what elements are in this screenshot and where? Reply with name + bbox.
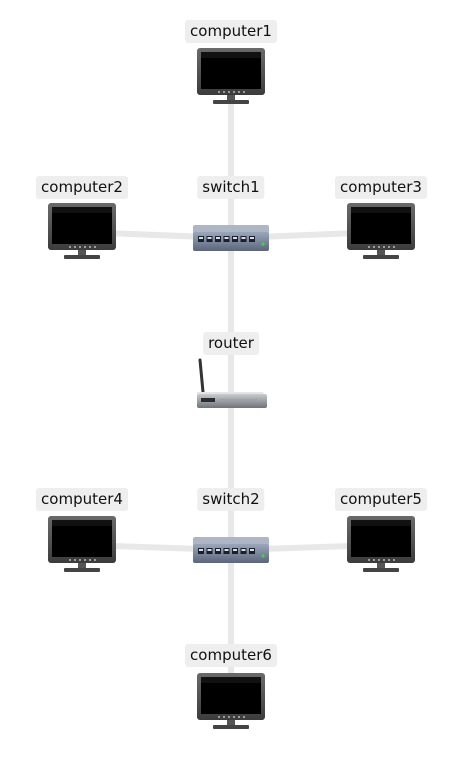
node-label-computer6: computer6 (185, 644, 277, 667)
monitor-icon (347, 203, 415, 259)
node-label-router: router (203, 332, 259, 355)
monitor-icon (347, 516, 415, 572)
switch-icon (193, 225, 269, 251)
node-label-switch2: switch2 (197, 488, 265, 511)
node-label-computer3: computer3 (335, 176, 427, 199)
router-icon (197, 358, 267, 408)
node-label-computer5: computer5 (335, 488, 427, 511)
switch-icon (193, 537, 269, 563)
node-label-switch1: switch1 (197, 176, 265, 199)
monitor-icon (197, 48, 265, 104)
node-label-computer4: computer4 (36, 488, 128, 511)
node-label-computer1: computer1 (185, 20, 277, 43)
monitor-icon (197, 673, 265, 729)
links-layer (81, 77, 382, 702)
monitor-icon (48, 516, 116, 572)
icons-layer (48, 48, 415, 729)
node-label-computer2: computer2 (36, 176, 128, 199)
monitor-icon (48, 203, 116, 259)
